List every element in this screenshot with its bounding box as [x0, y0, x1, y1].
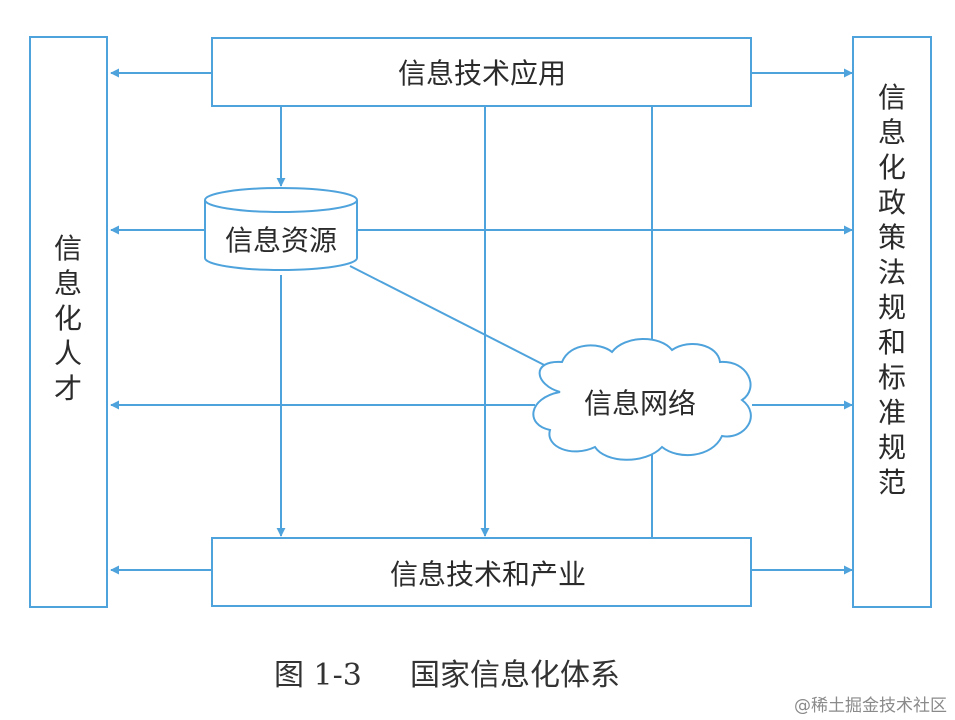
- cloud-shape: [532, 338, 752, 461]
- figure-number: 图 1-3: [274, 658, 362, 693]
- figure-title: 国家信息化体系: [410, 658, 620, 693]
- network-cloud: 信息网络: [532, 338, 752, 461]
- network-cloud-label: 信息网络: [584, 387, 696, 420]
- policy-box: 信息化政策法规和标准规范: [852, 36, 932, 608]
- database-body: [204, 200, 358, 271]
- figure-caption: 图 1-3 国家信息化体系: [274, 658, 620, 693]
- industry-box-label: 信息技术和产业: [390, 558, 586, 591]
- talent-box-label: 信息化人才: [54, 232, 82, 405]
- talent-box: 信息化人才: [29, 36, 108, 608]
- edge-resources-to-network: [349, 265, 555, 371]
- resources-database: 信息资源: [204, 187, 358, 271]
- policy-box-label: 信息化政策法规和标准规范: [878, 81, 906, 499]
- edges: [110, 68, 853, 575]
- industry-box: 信息技术和产业: [211, 537, 752, 607]
- application-box: 信息技术应用: [211, 37, 752, 107]
- application-box-label: 信息技术应用: [398, 57, 566, 90]
- resources-database-label: 信息资源: [225, 224, 337, 257]
- watermark: @稀土掘金技术社区: [794, 696, 947, 716]
- database-top: [204, 187, 358, 213]
